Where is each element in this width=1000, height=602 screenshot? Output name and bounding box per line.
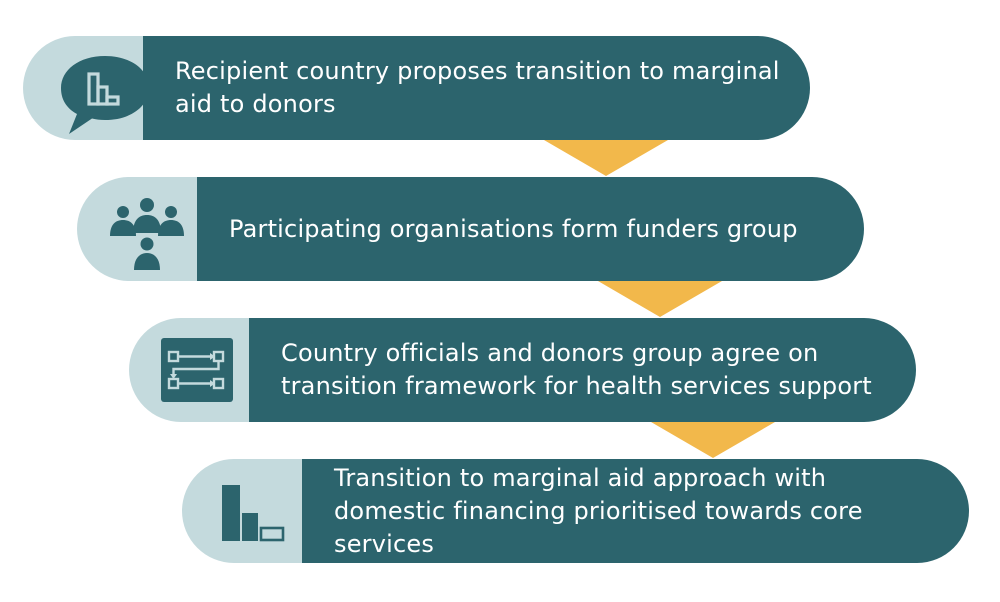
step-4-text: Transition to marginal aid approach with… [334, 463, 863, 558]
people-group-icon [110, 198, 184, 270]
step-3-text: Country officials and donors group agree… [281, 339, 872, 400]
step-2-box: Participating organisations form funders… [197, 177, 864, 281]
speech-bubble-chart-icon [61, 56, 149, 134]
step-1-down-arrow [544, 140, 668, 176]
step-1-text: Recipient country proposes transition to… [175, 57, 780, 118]
step-1-box: Recipient country proposes transition to… [143, 36, 810, 140]
step-2-down-arrow [598, 281, 722, 317]
step-4-box: Transition to marginal aid approach with… [302, 459, 969, 563]
declining-bar-chart-icon [222, 485, 285, 542]
process-flow-icon [161, 338, 233, 402]
step-3-down-arrow [651, 422, 775, 458]
step-2-text: Participating organisations form funders… [229, 214, 798, 243]
step-3-box: Country officials and donors group agree… [249, 318, 916, 422]
